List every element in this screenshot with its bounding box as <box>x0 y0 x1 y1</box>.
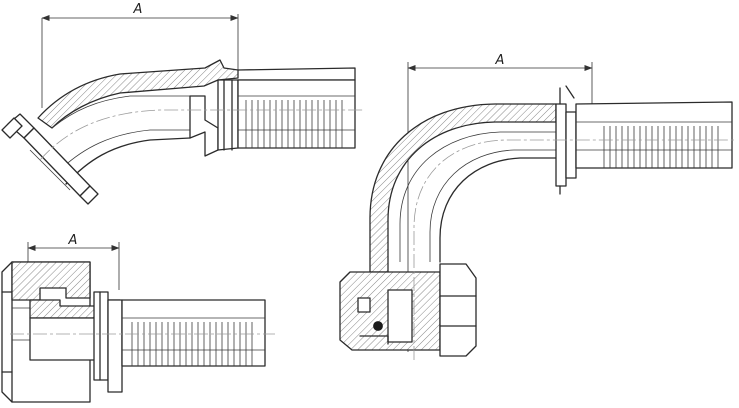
fitting-90-degree-female: A <box>339 53 736 360</box>
dimension-a-label-1: A <box>133 2 143 17</box>
fitting-45-degree-flange: A <box>1 2 365 205</box>
fitting-straight-female: A <box>1 233 275 403</box>
dimension-a-label-3: A <box>495 53 505 68</box>
dimension-a-label-2: A <box>68 233 78 248</box>
